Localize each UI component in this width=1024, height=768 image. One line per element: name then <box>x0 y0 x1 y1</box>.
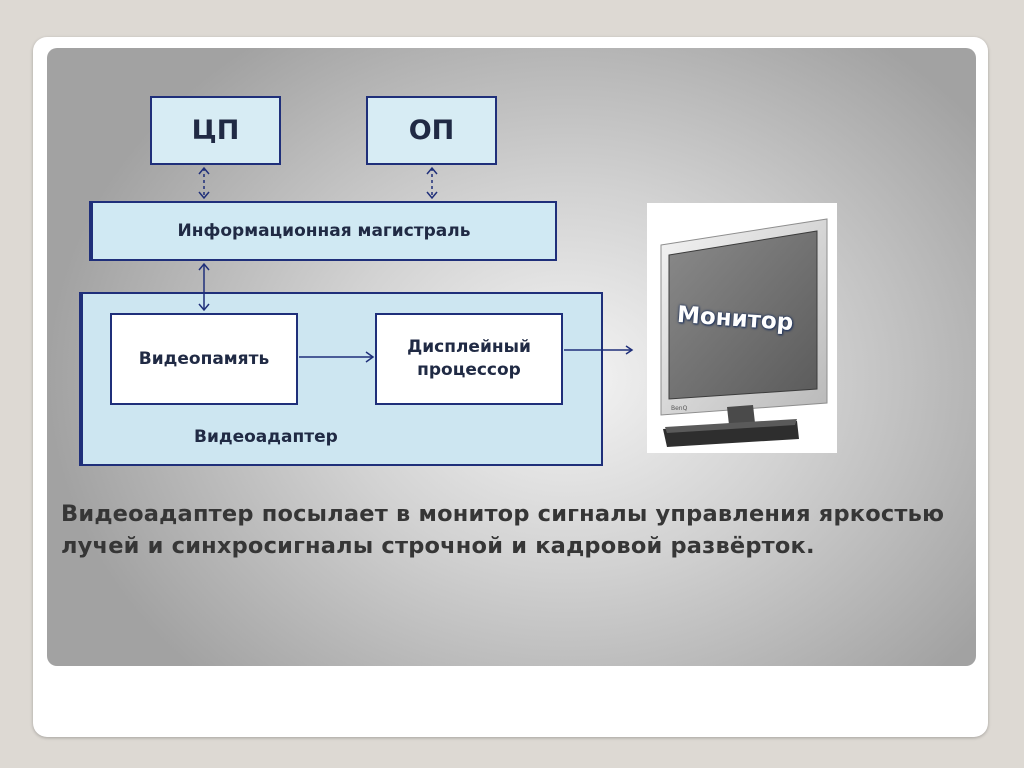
monitor-image: BenQ <box>647 203 837 453</box>
cpu-box: ЦП <box>150 96 281 165</box>
cpu-bus-arrow <box>198 166 210 200</box>
video-adapter-label: Видеоадаптер <box>194 427 338 447</box>
video-memory-label: Видеопамять <box>138 348 270 369</box>
ram-box: ОП <box>366 96 497 165</box>
slide-caption: Видеоадаптер посылает в монитор сигналы … <box>61 501 945 559</box>
display-processor-label: Дисплейный процессор <box>407 337 531 380</box>
processor-monitor-arrow <box>564 345 634 355</box>
cpu-label: ЦП <box>191 115 240 146</box>
bus-video-memory-arrow <box>198 262 210 312</box>
ram-label: ОП <box>408 115 455 146</box>
connector-arrows <box>198 166 634 363</box>
bus-label: Информационная магистраль <box>177 221 471 241</box>
ram-bus-arrow <box>426 166 438 200</box>
slide-panel: ЦП ОП Информационная магистраль Видеопам… <box>47 48 976 666</box>
monitor-brand-text: BenQ <box>671 405 688 412</box>
bus-box: Информационная магистраль <box>89 201 557 261</box>
video-memory-box: Видеопамять <box>110 313 298 405</box>
display-processor-box: Дисплейный процессор <box>375 313 563 405</box>
video-memory-processor-arrow <box>299 351 375 363</box>
